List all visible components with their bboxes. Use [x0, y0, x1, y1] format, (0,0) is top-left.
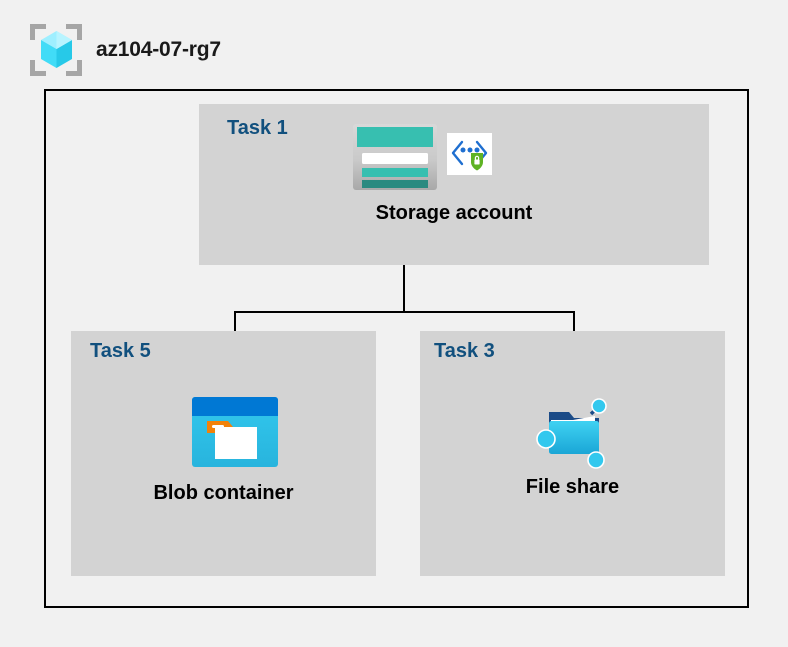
secure-endpoint-shield-icon[interactable] — [447, 133, 492, 180]
bracket-top-left — [30, 24, 46, 40]
resource-group-name: az104-07-rg7 — [96, 38, 221, 61]
bracket-top-right — [66, 24, 82, 40]
storage-account-label: Storage account — [375, 202, 533, 224]
resource-group-cube-icon — [30, 24, 82, 76]
bracket-bottom-right — [66, 60, 82, 76]
task-1-label: Task 1 — [227, 117, 288, 139]
resource-group-header: az104-07-rg7 — [30, 24, 221, 76]
task-1-box: Task 1 — [199, 104, 709, 265]
connector-storage-to-split — [403, 265, 405, 313]
bracket-bottom-left — [30, 60, 46, 76]
storage-account-icon[interactable] — [353, 124, 437, 195]
task-5-label: Task 5 — [90, 340, 151, 362]
task-3-label: Task 3 — [434, 340, 495, 362]
connector-horizontal-bus — [234, 311, 575, 313]
cube-glyph — [41, 31, 72, 68]
file-share-label: File share — [525, 476, 620, 498]
blob-container-icon[interactable] — [192, 397, 278, 472]
blob-container-label: Blob container — [153, 482, 294, 504]
resource-group-boundary — [44, 89, 749, 608]
file-share-icon[interactable] — [533, 394, 615, 475]
